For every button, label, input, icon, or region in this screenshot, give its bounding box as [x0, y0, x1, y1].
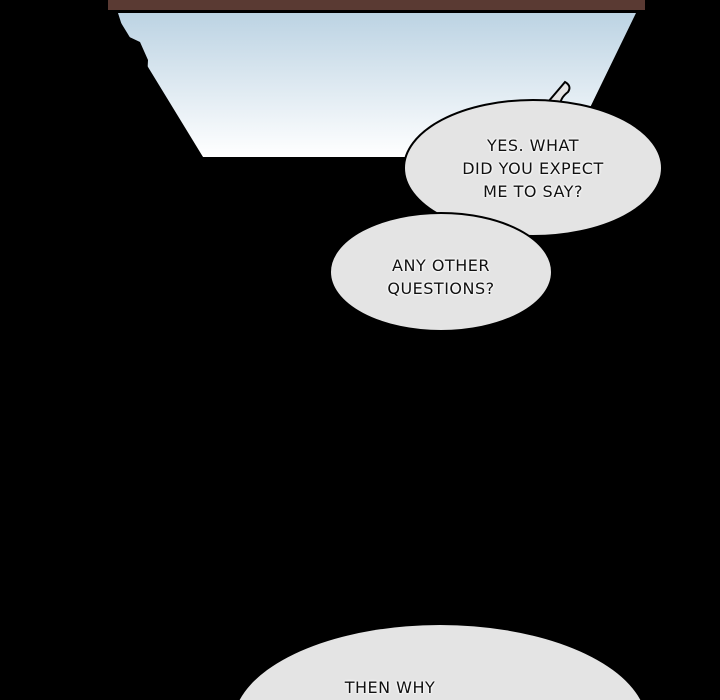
bubble-3-text: THEN WHY	[290, 677, 490, 699]
bubble-2-text: ANY OTHER QUESTIONS?	[341, 254, 541, 300]
silhouette	[100, 13, 203, 157]
speech-bubble-2	[329, 212, 553, 332]
text-line: THEN WHY	[344, 678, 436, 697]
text-line: DID YOU EXPECT	[462, 159, 604, 178]
text-line: YES. WHAT	[486, 136, 580, 155]
bubble-1-text: YES. WHAT DID YOU EXPECT ME TO SAY?	[433, 134, 633, 203]
speech-bubble-3	[239, 625, 641, 700]
speech-bubble-1	[403, 99, 663, 237]
text-line: ANY OTHER	[392, 256, 490, 275]
text-line: QUESTIONS?	[387, 279, 495, 298]
window-frame	[108, 0, 645, 10]
text-line: ME TO SAY?	[483, 182, 583, 201]
